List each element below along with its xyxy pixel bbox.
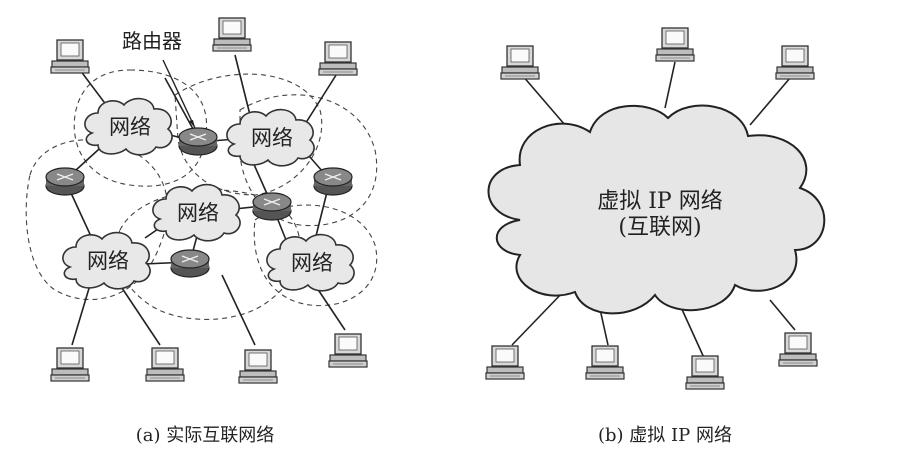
router-icon xyxy=(45,167,85,196)
desktop-computer-icon xyxy=(50,347,90,382)
network-cloud-icon: 网络 xyxy=(266,233,355,292)
network-boundaries xyxy=(25,69,378,320)
actual-internetwork: 网络 网络 网络 网络 网络 路由器 (a) 实际互联网络 xyxy=(25,17,378,446)
desktop-computer-icon xyxy=(685,355,725,390)
desktop-computer-icon xyxy=(328,333,368,368)
router-label: 路由器 xyxy=(122,29,182,53)
network-label: 网络 xyxy=(251,126,293,150)
router-icon xyxy=(313,167,353,196)
network-label: 网络 xyxy=(87,249,129,273)
network-label: 网络 xyxy=(291,251,333,275)
router-icon xyxy=(252,192,292,221)
cloud-title: 虚拟 IP 网络 xyxy=(597,189,722,214)
desktop-computer-icon xyxy=(50,39,90,74)
network-cloud-icon: 网络 xyxy=(226,108,315,167)
desktop-computer-icon xyxy=(655,27,695,62)
network-cloud-icon: 网络 xyxy=(84,97,173,156)
desktop-computer-icon xyxy=(775,45,815,80)
router-pointer xyxy=(162,59,196,129)
network-label: 网络 xyxy=(109,115,151,139)
desktop-computer-icon xyxy=(145,347,185,382)
desktop-computer-icon xyxy=(485,345,525,380)
links xyxy=(511,61,796,361)
virtual-internetwork: 虚拟 IP 网络 (互联网) (b) 虚拟 IP 网络 xyxy=(485,27,826,446)
desktop-computer-icon xyxy=(212,17,252,52)
cloud-subtitle: (互联网) xyxy=(618,215,701,240)
desktop-computer-icon xyxy=(585,345,625,380)
network-cloud-icon: 网络 xyxy=(152,183,241,242)
caption-b: (b) 虚拟 IP 网络 xyxy=(598,425,732,446)
network-cloud-icon xyxy=(487,104,826,315)
router-icon xyxy=(170,249,210,278)
router-icon xyxy=(178,127,218,156)
desktop-computer-icon xyxy=(778,332,818,367)
caption-a: (a) 实际互联网络 xyxy=(136,425,275,446)
network-label: 网络 xyxy=(177,201,219,225)
desktop-computer-icon xyxy=(500,45,540,80)
desktop-computer-icon xyxy=(318,41,358,76)
desktop-computer-icon xyxy=(238,349,278,384)
network-cloud-icon: 网络 xyxy=(62,231,151,290)
